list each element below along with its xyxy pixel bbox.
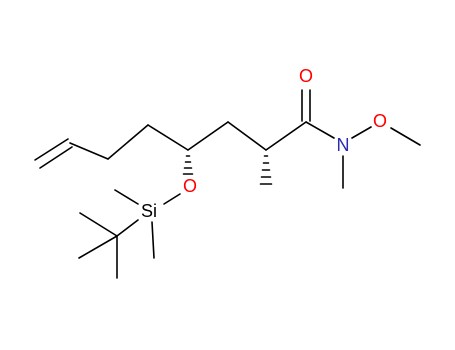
bond-tbu-methyl-b [78,235,118,259]
bond-o-methyl [390,127,421,146]
bond-c5-c6 [107,124,149,160]
ether-oxygen-label: O [183,176,197,196]
amide-nitrogen-label: N [337,135,350,155]
bond-group-main-chain [187,121,307,151]
bond-group-carbonyl [301,89,311,122]
bond-vinyl-double-a [34,138,69,161]
bond-group-tert-butyl [78,212,118,279]
bond-n-o [351,126,372,139]
bond-o-si [163,193,181,205]
bond-c1-n [305,121,335,139]
silicon-label: Si [141,201,157,221]
bond-si-methyl-up [114,189,139,205]
bond-si-methyl-down [151,221,155,259]
bond-si-tbu [116,219,139,237]
hashed-wedge-c2-methyl [259,155,273,185]
bond-c1-c2 [265,121,307,151]
bond-group-alkenyl-chain [34,124,189,169]
bond-vinyl-double-b [39,146,73,169]
carbonyl-oxygen-label: O [299,66,313,86]
bond-c4-c5 [147,124,189,151]
bond-c6-c7 [69,142,109,160]
bond-c3-c4 [187,121,229,151]
bond-tbu-methyl-a [79,212,118,237]
methoxy-oxygen-label: O [373,111,387,131]
hashed-wedge-c4-oxygen [182,155,194,175]
bond-c2-c3 [227,121,267,151]
